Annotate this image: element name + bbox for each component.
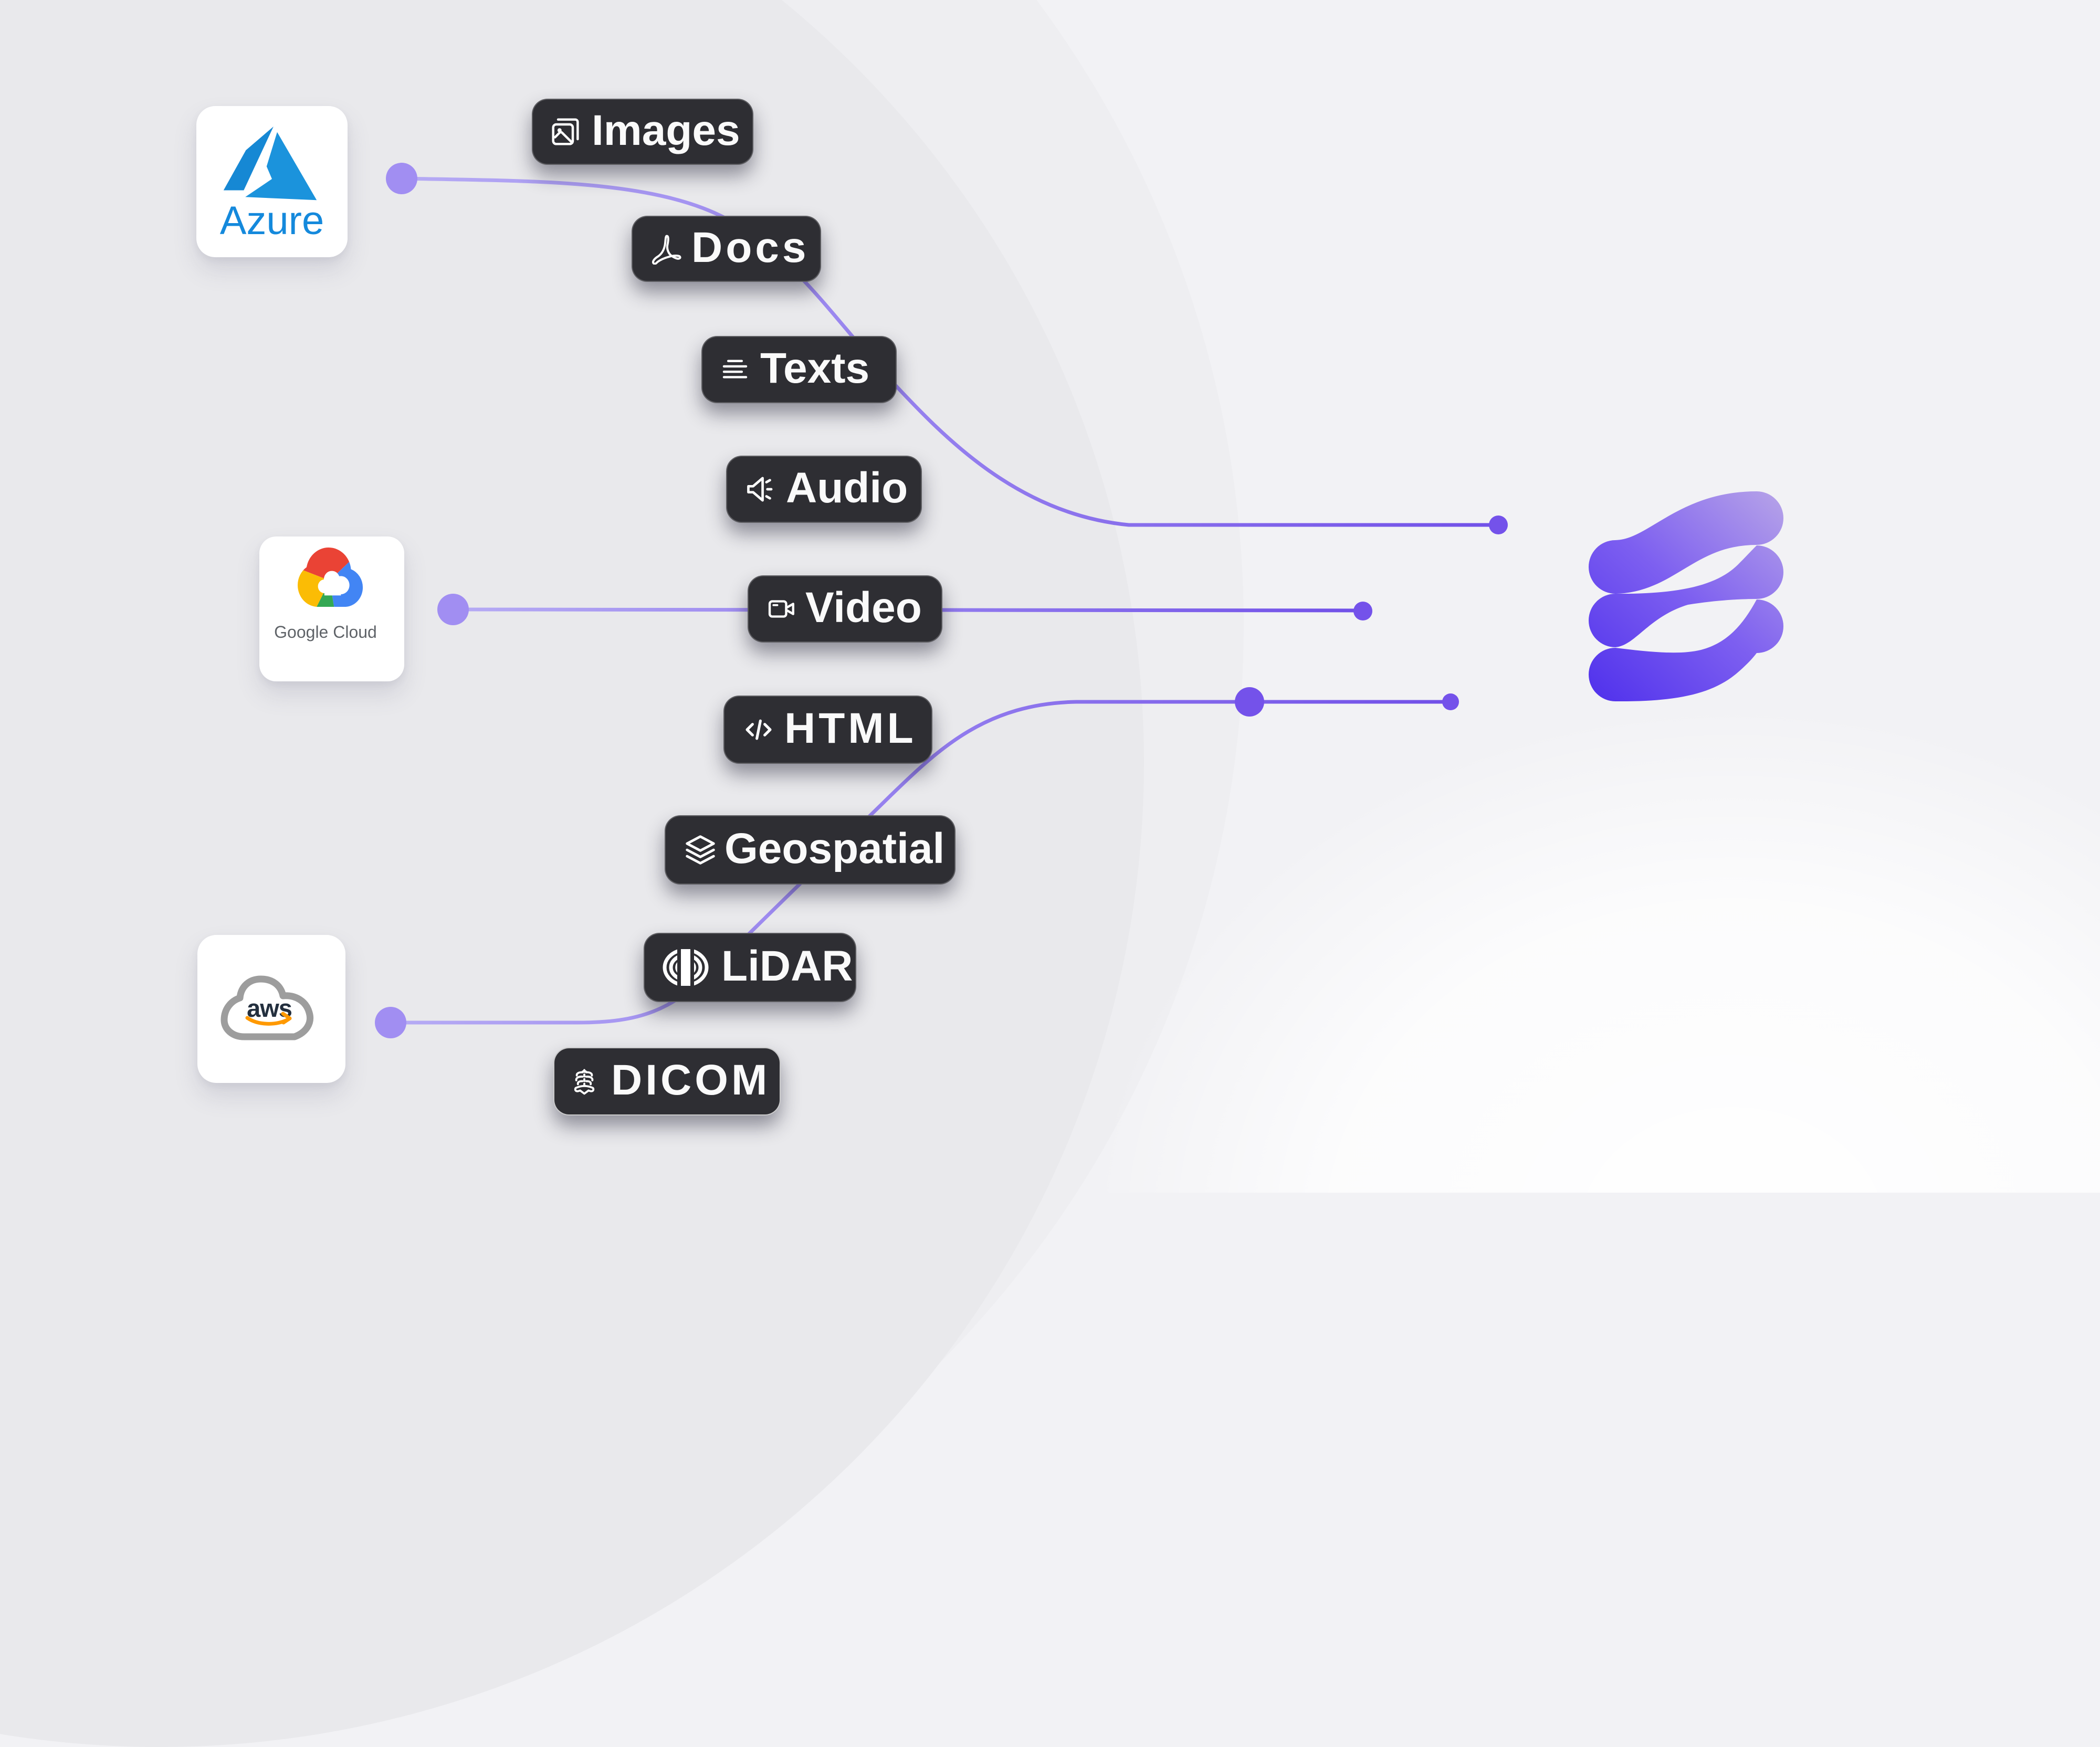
svg-text:Azure: Azure — [220, 198, 324, 243]
svg-text:Google Cloud: Google Cloud — [274, 623, 377, 641]
svg-text:aws: aws — [247, 994, 292, 1022]
